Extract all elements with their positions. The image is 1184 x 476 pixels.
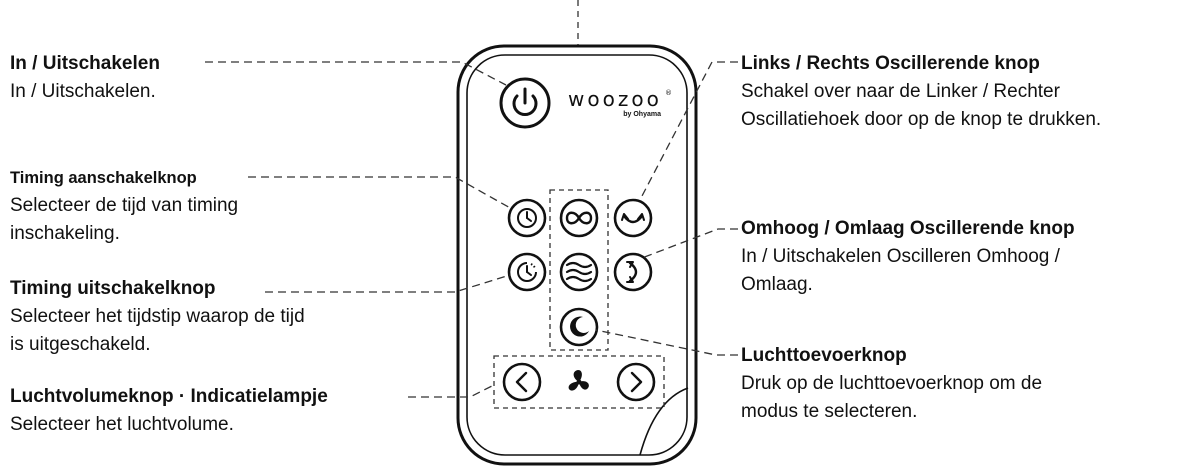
label-mode-desc-2: modus te selecteren. <box>741 401 918 422</box>
leader-power <box>205 61 507 86</box>
ud-swing-icon <box>626 261 638 283</box>
label-power-title: In / Uitschakelen <box>10 53 160 74</box>
label-lr-swing-title: Links / Rechts Oscillerende knop <box>741 53 1040 74</box>
airflow-group-box <box>493 355 665 409</box>
power-button[interactable] <box>499 77 551 129</box>
moon-icon <box>570 316 589 337</box>
label-timer-off: Timing uitschakelknop Selecteer het tijd… <box>10 275 305 359</box>
label-airflow-desc-1: Selecteer het luchtvolume. <box>10 414 234 435</box>
chevron-left-icon <box>515 371 528 393</box>
airflow-up-button[interactable] <box>616 362 656 402</box>
label-ud-swing-desc-1: In / Uitschakelen Oscilleren Omhoog / <box>741 246 1060 267</box>
sleep-mode-button[interactable] <box>559 307 599 347</box>
label-lr-swing-desc-1: Schakel over naar de Linker / Rechter <box>741 81 1060 102</box>
label-airflow: Luchtvolumeknop · Indicatielampje Select… <box>10 383 328 439</box>
leader-timer-on <box>248 176 513 210</box>
label-timer-off-desc-1: Selecteer het tijdstip waarop de tijd <box>10 306 305 327</box>
label-lr-swing-desc-2: Oscillatiehoek door op de knop te drukke… <box>741 109 1102 130</box>
label-power-desc-1: In / Uitschakelen. <box>10 81 156 102</box>
wind-mode-button[interactable] <box>559 252 599 292</box>
label-power: In / Uitschakelen In / Uitschakelen. <box>10 50 160 106</box>
label-timer-off-desc-2: is uitgeschakeld. <box>10 334 151 355</box>
wind-wave-icon <box>565 261 593 283</box>
label-mode-desc-1: Druk op de luchttoevoerknop om de <box>741 373 1043 394</box>
brand-logo: woozoo <box>568 87 662 111</box>
label-ud-swing-desc-2: Omlaag. <box>741 274 813 295</box>
leader-airflow <box>408 384 495 398</box>
label-airflow-title: Luchtvolumeknop · Indicatielampje <box>10 386 328 407</box>
timer-off-button[interactable] <box>507 252 547 292</box>
lr-swing-icon <box>621 213 645 224</box>
label-mode-title: Luchttoevoerknop <box>741 345 907 366</box>
label-mode: Luchttoevoerknop Druk op de luchttoevoer… <box>741 342 1042 426</box>
fan-icon <box>568 370 589 391</box>
svg-text:®: ® <box>665 89 672 97</box>
leader-mode <box>595 329 738 356</box>
label-ud-swing: Omhoog / Omlaag Oscillerende knop In / U… <box>741 215 1075 299</box>
leader-lr-swing <box>641 61 738 197</box>
label-lr-swing: Links / Rechts Oscillerende knop Schakel… <box>741 50 1101 134</box>
label-timer-on: Timing aanschakelknop Selecteer de tijd … <box>10 164 238 248</box>
infinity-icon <box>565 211 593 225</box>
label-timer-on-desc-2: inschakeling. <box>10 223 120 244</box>
airflow-down-button[interactable] <box>502 362 542 402</box>
brand-sub: by Ohyama <box>623 111 661 118</box>
label-timer-off-title: Timing uitschakelknop <box>10 278 216 299</box>
timer-on-icon <box>517 208 537 228</box>
chevron-right-icon <box>630 371 643 393</box>
leader-lines <box>205 61 738 398</box>
continuous-mode-button[interactable] <box>559 198 599 238</box>
label-timer-on-title: Timing aanschakelknop <box>10 169 197 187</box>
leader-ud-swing <box>641 228 738 259</box>
power-icon <box>512 87 538 116</box>
label-timer-on-desc-1: Selecteer de tijd van timing <box>10 195 239 216</box>
lr-swing-button[interactable] <box>613 198 653 238</box>
ud-swing-button[interactable] <box>613 252 653 292</box>
leader-timer-off <box>265 274 511 293</box>
label-ud-swing-title: Omhoog / Omlaag Oscillerende knop <box>741 218 1075 239</box>
timer-on-button[interactable] <box>507 198 547 238</box>
mode-group-box <box>549 189 609 351</box>
timer-off-icon <box>517 262 537 282</box>
